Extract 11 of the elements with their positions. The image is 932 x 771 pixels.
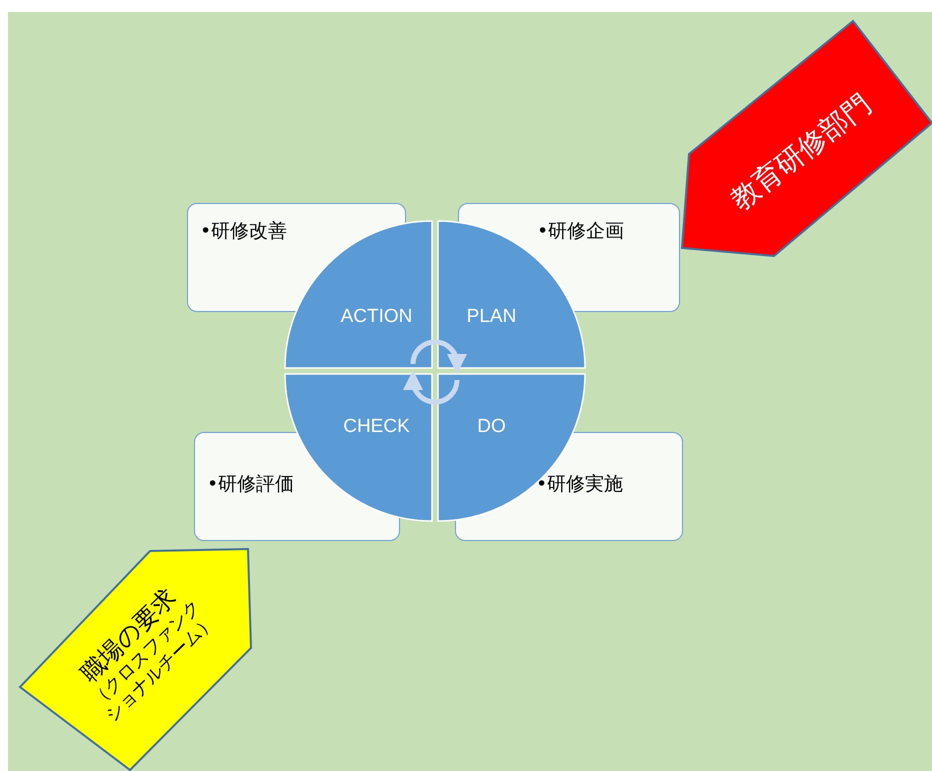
cycle-arrow xyxy=(410,340,466,374)
phase-label: ACTION xyxy=(340,306,412,328)
cycle-arrow xyxy=(404,370,460,404)
list-item-text: •研修改善 xyxy=(200,219,288,244)
arrow-label: 教育研修部門 xyxy=(723,86,878,218)
phase-label: CHECK xyxy=(343,416,410,438)
list-item-text: •研修評価 xyxy=(207,472,294,497)
list-item-text: •研修企画 xyxy=(537,219,624,244)
phase-label: DO xyxy=(477,416,506,438)
list-item-text: •研修実施 xyxy=(536,472,624,497)
phase-label: PLAN xyxy=(466,306,516,328)
